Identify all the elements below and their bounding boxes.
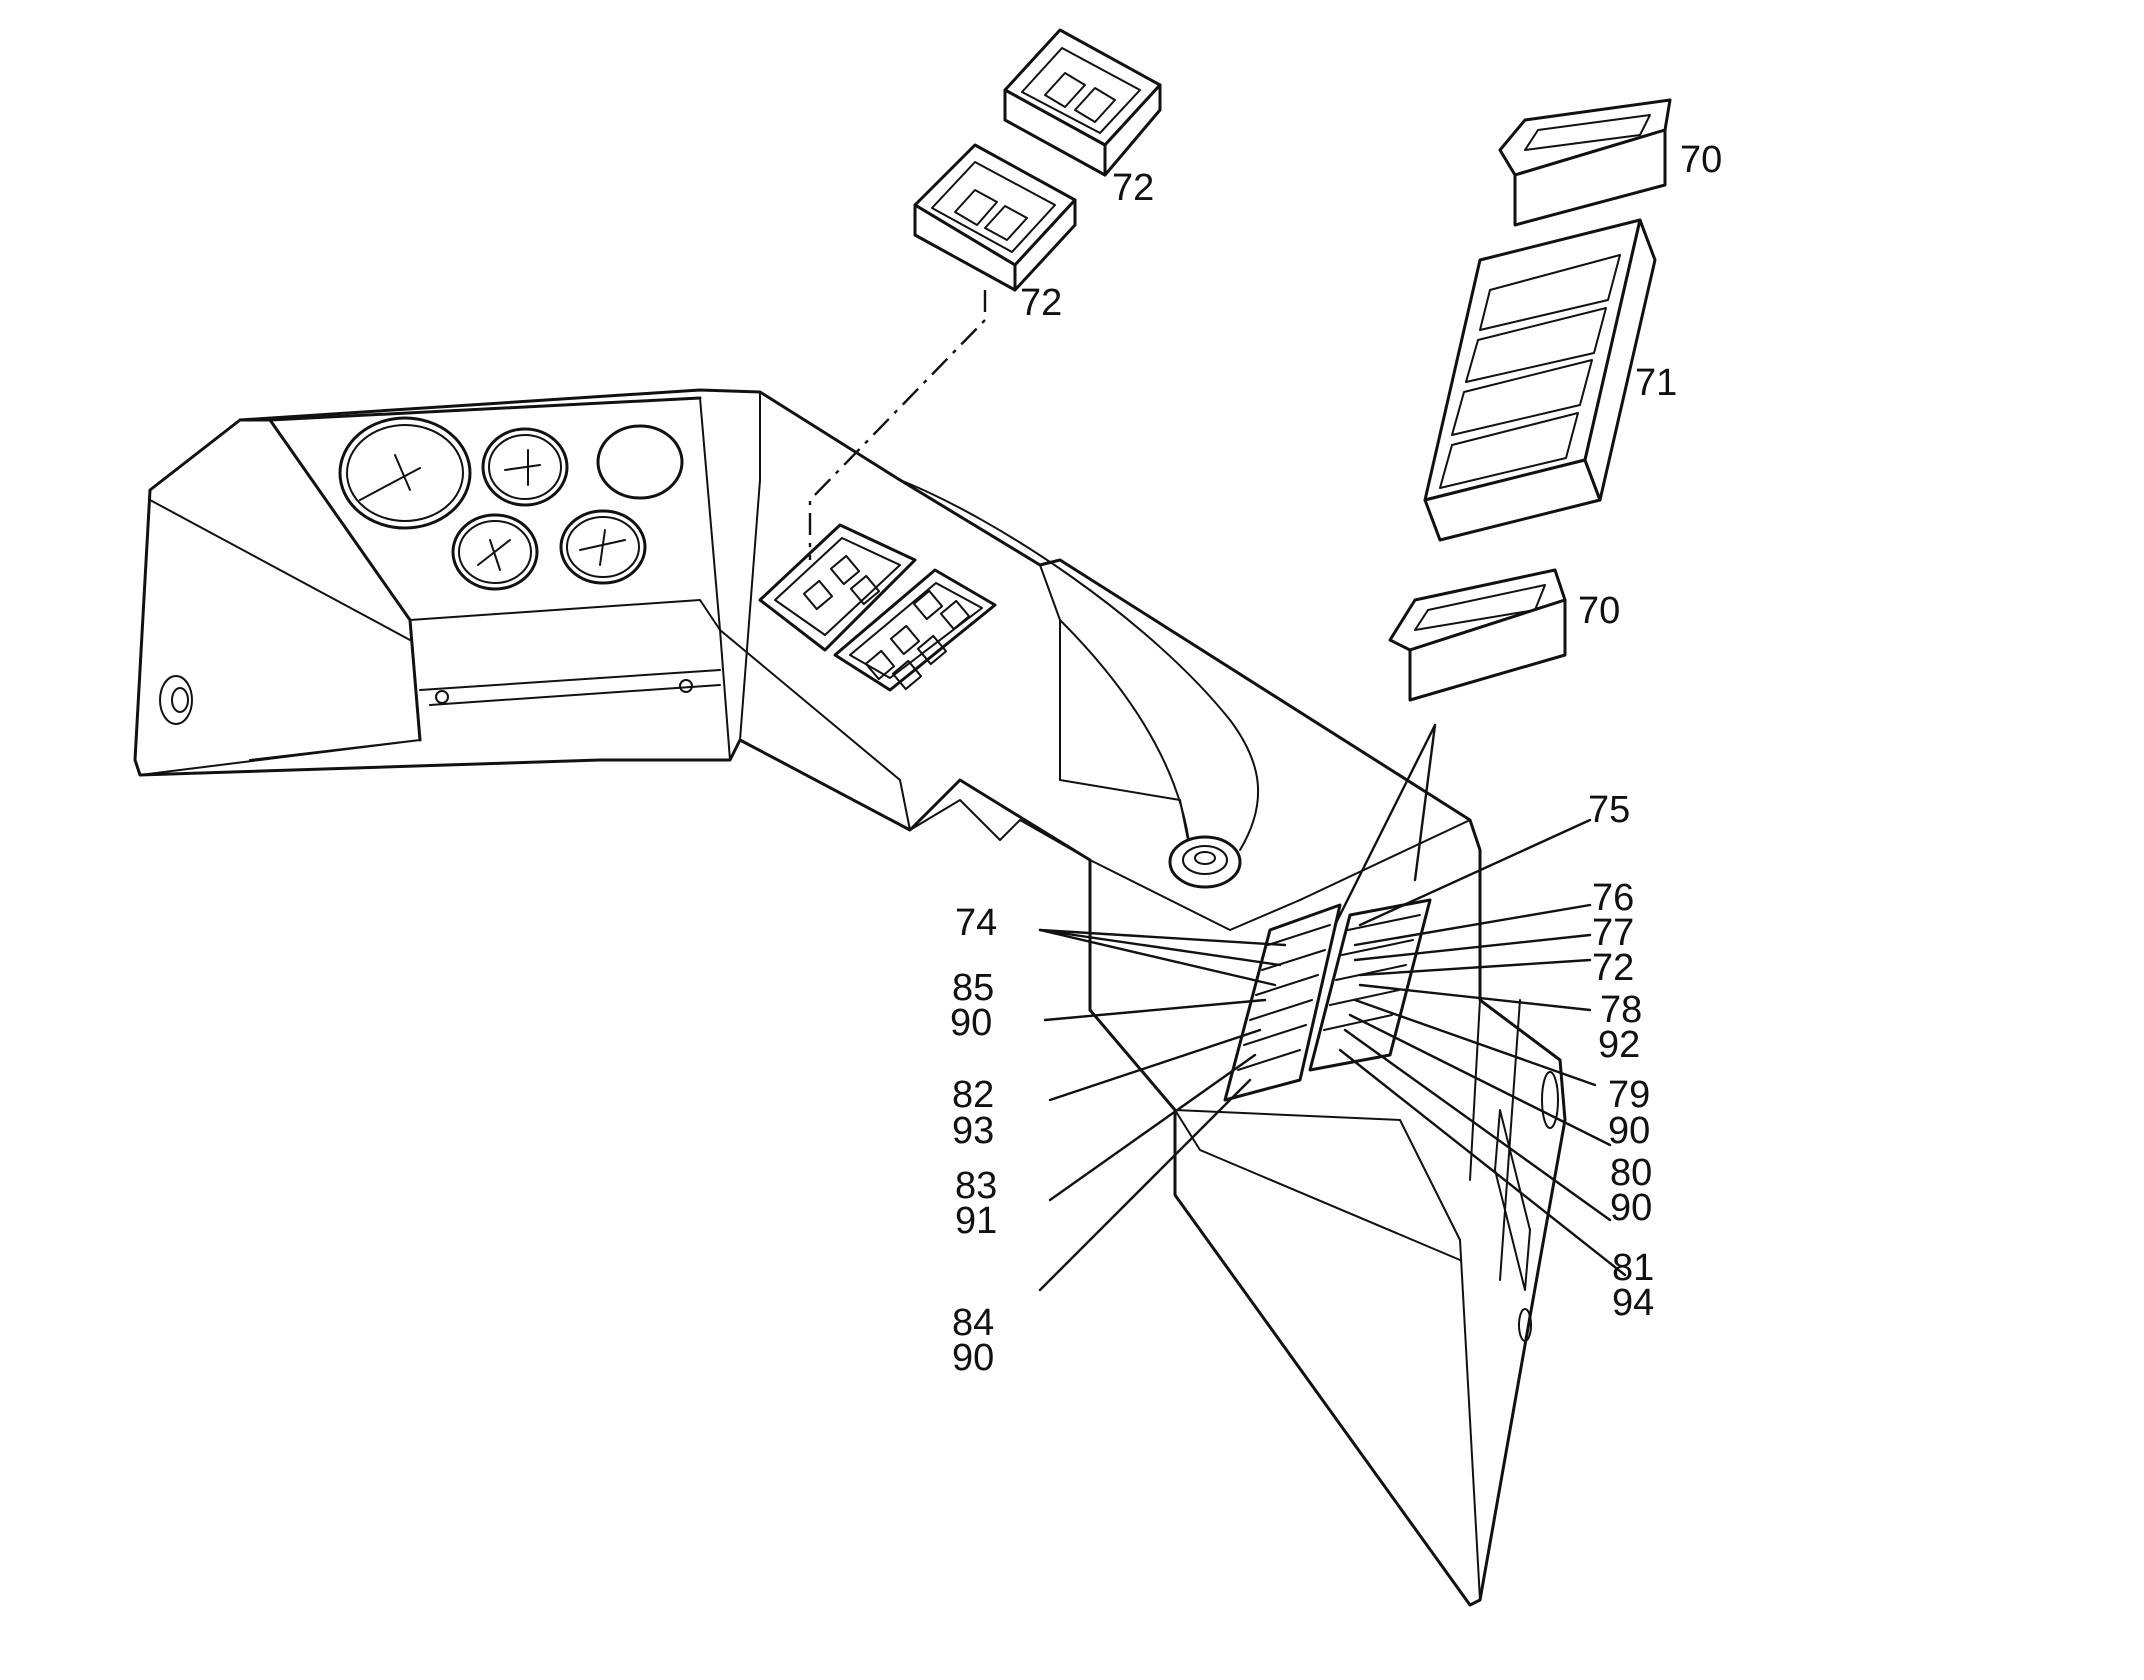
part-72-top-right (1003, 28, 1162, 177)
callout-90-d: 90 (952, 1337, 994, 1379)
callout-93: 93 (952, 1110, 994, 1152)
assembly-line-70-left (1333, 723, 1437, 927)
callout-74: 74 (955, 902, 997, 944)
callout-79: 79 (1608, 1074, 1650, 1116)
callout-77: 77 (1592, 912, 1634, 954)
callout-83: 83 (955, 1165, 997, 1207)
callout-72-top-right: 72 (1112, 167, 1154, 209)
callout-90-c: 90 (950, 1002, 992, 1044)
dashboard-console (133, 388, 1567, 1607)
callout-70-bottom: 70 (1578, 590, 1620, 632)
callout-91: 91 (955, 1200, 997, 1242)
callout-94: 94 (1612, 1282, 1654, 1324)
callout-92: 92 (1598, 1024, 1640, 1066)
callout-72-top-left: 72 (1020, 282, 1062, 324)
gauge-cluster (338, 416, 684, 591)
callout-82: 82 (952, 1074, 994, 1116)
center-switch-panels (758, 523, 997, 692)
callout-80: 80 (1610, 1152, 1652, 1194)
callout-71: 71 (1635, 362, 1677, 404)
gauge-blank (596, 424, 684, 500)
assembly-line-70-right (1413, 723, 1437, 882)
speedometer-gauge (338, 416, 472, 530)
callout-90-b: 90 (1610, 1187, 1652, 1229)
callout-75: 75 (1588, 789, 1630, 831)
callout-labels: 72 72 70 71 70 75 76 77 72 78 92 79 90 8… (950, 139, 1722, 1379)
part-72-top-left (913, 143, 1077, 292)
callout-70-top: 70 (1680, 139, 1722, 181)
callout-85: 85 (952, 967, 994, 1009)
callout-76: 76 (1592, 877, 1634, 919)
callout-72-panel: 72 (1592, 947, 1634, 989)
assembly-line-72 (808, 290, 987, 560)
leader-lines (1038, 818, 1627, 1292)
part-70-top (1498, 98, 1672, 227)
callout-90-a: 90 (1608, 1110, 1650, 1152)
part-70-bottom (1388, 568, 1567, 702)
callout-78: 78 (1600, 989, 1642, 1031)
callout-81: 81 (1612, 1247, 1654, 1289)
callout-84: 84 (952, 1302, 994, 1344)
part-71 (1423, 218, 1657, 542)
